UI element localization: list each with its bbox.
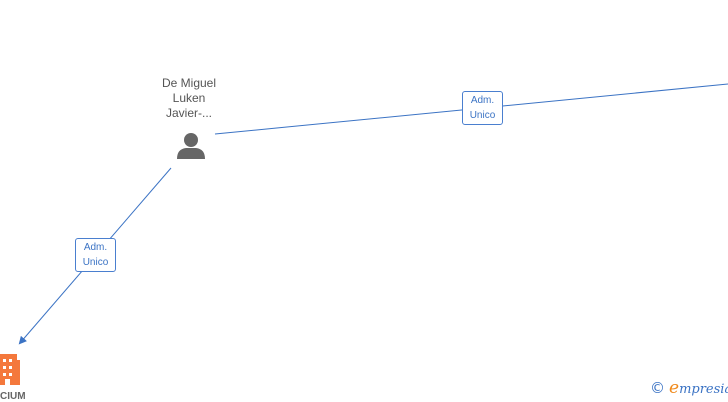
building-icon[interactable]	[0, 354, 20, 385]
edge-label-line: Adm.	[83, 242, 108, 253]
empresia-watermark: ©empresia	[650, 378, 728, 398]
person-name-line: De Miguel	[161, 76, 217, 90]
edge-label-line: Adm.	[470, 95, 495, 106]
person-name-line: Javier-...	[165, 106, 212, 120]
edge-label-adm-unico[interactable]: Adm. Unico	[462, 91, 503, 125]
person-name-line: Luken	[172, 91, 206, 105]
edge-label-line: Unico	[82, 257, 109, 268]
company-name[interactable]: CIUM	[0, 391, 26, 402]
copyright-symbol: ©	[650, 379, 665, 397]
edge-label-line: Unico	[469, 110, 496, 121]
person-icon[interactable]	[177, 133, 205, 159]
person-name[interactable]: De Miguel Luken Javier-...	[148, 76, 230, 121]
edge-label-adm-unico[interactable]: Adm. Unico	[75, 238, 116, 272]
brand-name: mpresia	[679, 382, 728, 397]
brand-initial: e	[669, 378, 680, 398]
